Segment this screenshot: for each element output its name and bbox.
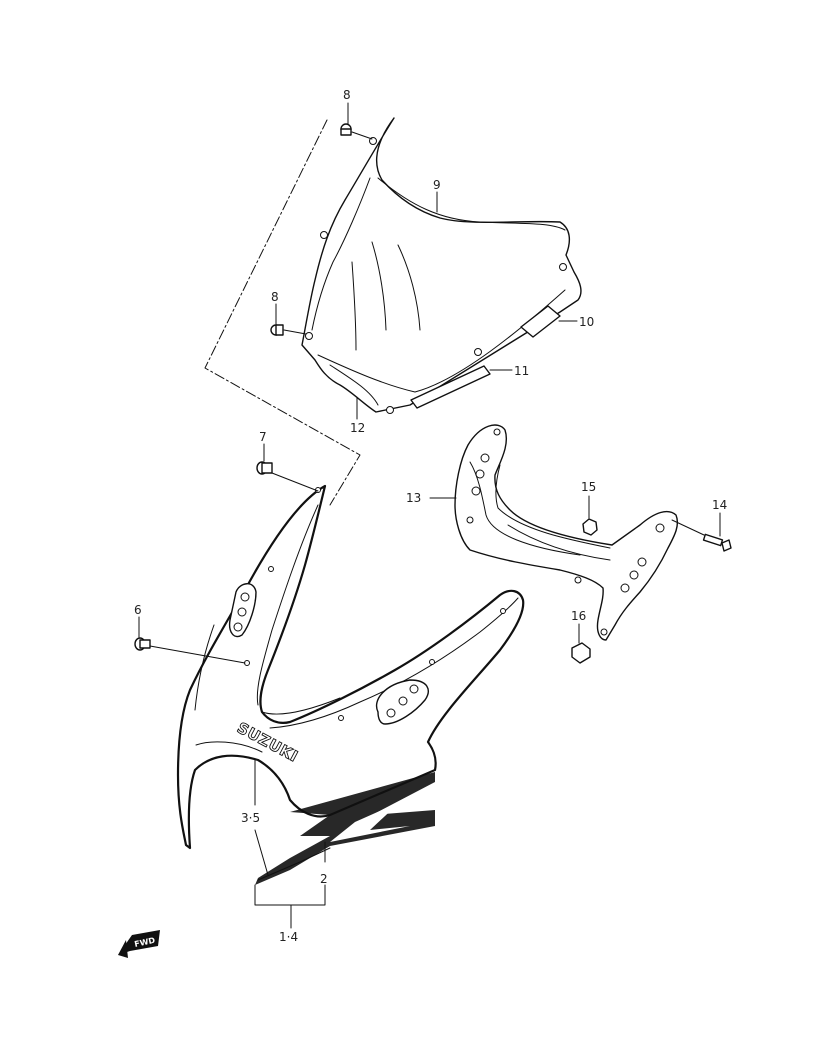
bolt-14 [671, 512, 732, 552]
screw-6 [134, 616, 246, 664]
callout-8-top: 8 [343, 88, 351, 102]
callout-6: 6 [134, 603, 142, 617]
callout-12: 12 [350, 421, 365, 435]
fwd-label: FWD [134, 936, 157, 949]
windscreen-9 [301, 117, 582, 413]
callout-3-5: 3·5 [241, 811, 260, 825]
callout-labels: 8 9 8 10 11 12 7 13 15 14 6 16 3·5 2 1·4 [134, 88, 727, 944]
forward-direction-arrow: FWD [118, 930, 160, 958]
callout-11: 11 [514, 364, 529, 378]
callout-13: 13 [406, 491, 421, 505]
screw-7 [256, 443, 319, 492]
callout-8-mid: 8 [271, 290, 279, 304]
callout-15: 15 [581, 480, 596, 494]
windscreen-assembly [204, 102, 582, 506]
nut-15 [582, 495, 598, 536]
callout-16: 16 [571, 609, 586, 623]
stripe-graphic-2 [255, 772, 435, 885]
seal-11 [410, 365, 513, 409]
callout-1-4: 1·4 [279, 930, 298, 944]
callout-2: 2 [320, 872, 328, 886]
washer-16 [571, 623, 591, 664]
callout-14: 14 [712, 498, 727, 512]
callout-10: 10 [579, 315, 594, 329]
screw-8-mid [270, 324, 307, 336]
callout-7: 7 [259, 430, 267, 444]
fairing-bracket-13 [429, 424, 732, 664]
callout-9: 9 [433, 178, 441, 192]
upper-cowling: SUZUKI [134, 443, 525, 929]
screw-8-top [340, 123, 373, 140]
seal-10 [520, 305, 578, 338]
